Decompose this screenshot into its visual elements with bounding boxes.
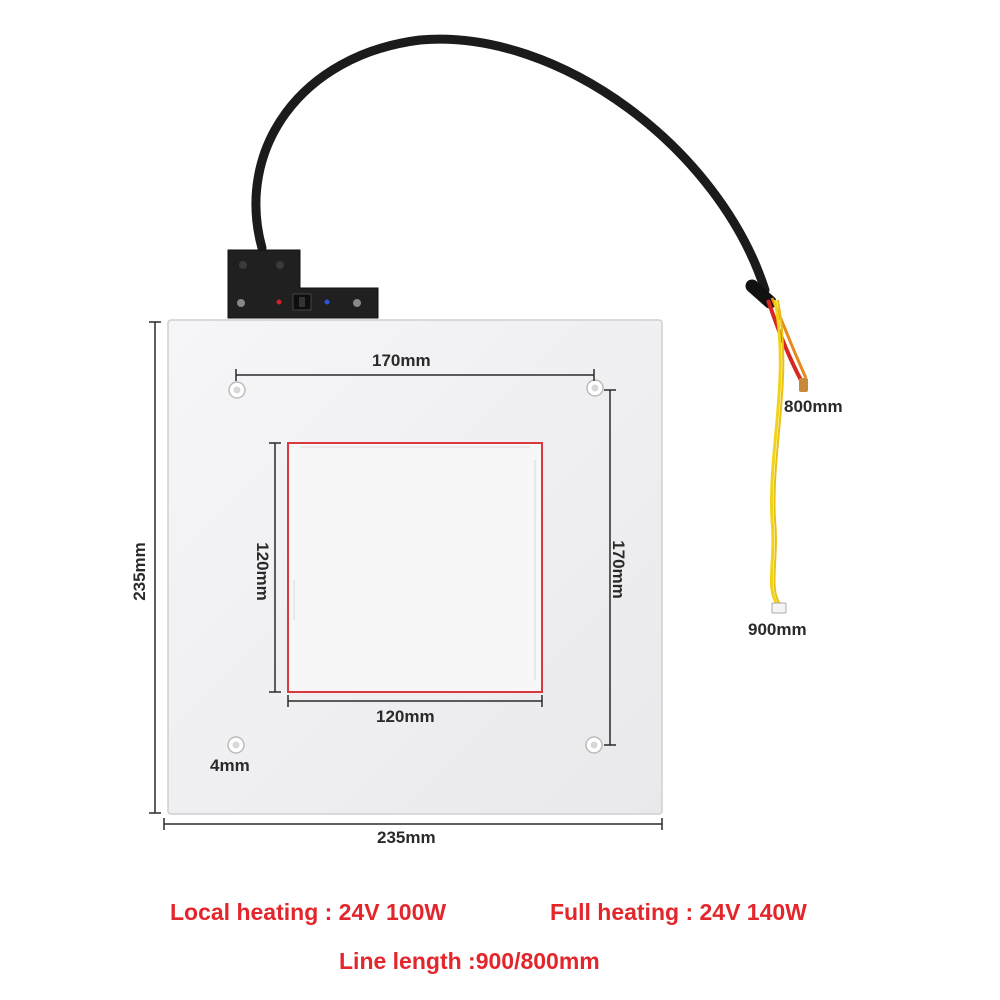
sensor-wire (769, 299, 782, 606)
local-width-label: 120mm (376, 707, 435, 726)
mounting-holes (227, 379, 604, 754)
power-cable (251, 34, 770, 295)
wire-terminal (799, 378, 808, 392)
local-heating-zone (287, 442, 543, 693)
connector-housing (227, 249, 379, 319)
sensor-wire-2 (773, 299, 785, 606)
cable-sensor-label: 900mm (748, 620, 807, 639)
hole-diameter-label: 4mm (210, 756, 250, 775)
dimension-lines (149, 321, 663, 830)
zone-texture (293, 446, 536, 680)
mount-height-label: 170mm (608, 540, 628, 599)
plate-height-label: 235mm (129, 542, 149, 601)
line-length-spec: Line length :900/800mm (339, 948, 600, 974)
cable-sheath-end (745, 279, 777, 309)
local-height-label: 120mm (252, 542, 272, 601)
mount-width-label: 170mm (372, 351, 431, 370)
power-cable-loop (268, 167, 700, 260)
wire-red (766, 299, 805, 385)
local-heating-spec: Local heating : 24V 100W (170, 899, 447, 925)
sensor-connector (771, 602, 787, 614)
plate-width-label: 235mm (377, 828, 436, 847)
cable-main-label: 800mm (784, 397, 843, 416)
full-heating-spec: Full heating : 24V 140W (550, 899, 807, 925)
